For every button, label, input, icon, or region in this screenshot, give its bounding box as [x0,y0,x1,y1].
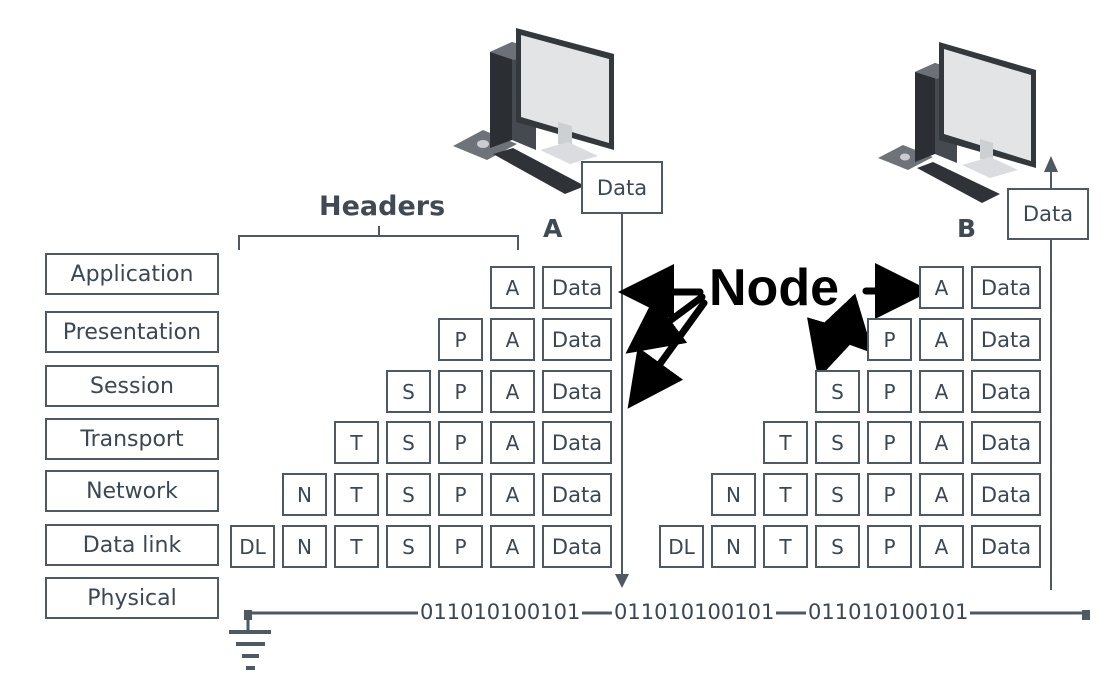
application-header: A [919,370,964,413]
session-header: S [815,525,860,568]
transport-header: T [334,421,379,464]
transport-header: T [334,473,379,516]
network-header: N [711,525,756,568]
session-header: S [386,473,431,516]
presentation-header: P [438,318,483,361]
session-header: S [815,370,860,413]
node-label: Node [709,259,839,317]
desktop-computer-icon [453,28,614,194]
layer-application: Application [45,253,219,295]
host-b-up-arrowhead [1044,156,1058,172]
layer-session: Session [45,365,219,407]
data-cell: Data [971,473,1041,516]
layer-network: Network [45,470,219,512]
data-cell: Data [971,421,1041,464]
layer-presentation: Presentation [45,311,219,353]
presentation-header: P [867,525,912,568]
application-header: A [490,370,535,413]
host-b-data-box: Data [1007,188,1089,240]
network-header: N [711,473,756,516]
application-header: A [490,266,535,309]
host-a-data-box: Data [581,161,663,214]
application-header: A [490,473,535,516]
data-link-header: DL [659,525,704,568]
data-cell: Data [542,318,612,361]
data-cell: Data [542,266,612,309]
presentation-header: P [438,370,483,413]
presentation-header: P [438,525,483,568]
session-header: S [386,421,431,464]
data-link-header: DL [230,525,275,568]
application-header: A [490,525,535,568]
transport-header: T [334,525,379,568]
presentation-header: P [867,473,912,516]
application-header: A [919,318,964,361]
application-header: A [919,473,964,516]
application-header: A [919,266,964,309]
application-header: A [919,525,964,568]
transport-header: T [763,525,808,568]
data-cell: Data [971,370,1041,413]
host-a-label: A [543,214,563,243]
data-cell: Data [971,266,1041,309]
application-header: A [919,421,964,464]
application-header: A [490,421,535,464]
bitstream: 011010100101 [612,600,777,624]
host-a-down-arrowhead [615,574,629,588]
layer-transport: Transport [45,418,219,460]
layer-physical: Physical [45,577,219,619]
data-cell: Data [542,525,612,568]
arrow-icon [814,293,874,354]
node-arrows-left [618,264,708,409]
host-b-label: B [957,214,977,243]
arrow-icon [625,293,706,354]
bitstream: 011010100101 [806,600,971,624]
data-cell: Data [971,525,1041,568]
presentation-header: P [438,421,483,464]
presentation-header: P [867,421,912,464]
ground-icon [229,613,271,670]
presentation-header: P [867,318,912,361]
session-header: S [386,525,431,568]
desktop-computer-icon [878,42,1036,203]
bitstream: 011010100101 [418,600,583,624]
network-header: N [282,473,327,516]
presentation-header: P [867,370,912,413]
transport-header: T [763,421,808,464]
data-cell: Data [971,318,1041,361]
transport-header: T [763,473,808,516]
arrow-icon [807,314,861,379]
data-cell: Data [542,370,612,413]
headers-bracket [238,226,519,250]
presentation-header: P [438,473,483,516]
node-arrows-right [807,263,931,379]
headers-label: Headers [319,191,446,222]
data-cell: Data [542,421,612,464]
session-header: S [386,370,431,413]
session-header: S [815,473,860,516]
layer-data-link: Data link [45,524,219,566]
network-header: N [282,525,327,568]
data-cell: Data [542,473,612,516]
session-header: S [815,421,860,464]
arrow-icon [627,299,708,409]
application-header: A [490,318,535,361]
